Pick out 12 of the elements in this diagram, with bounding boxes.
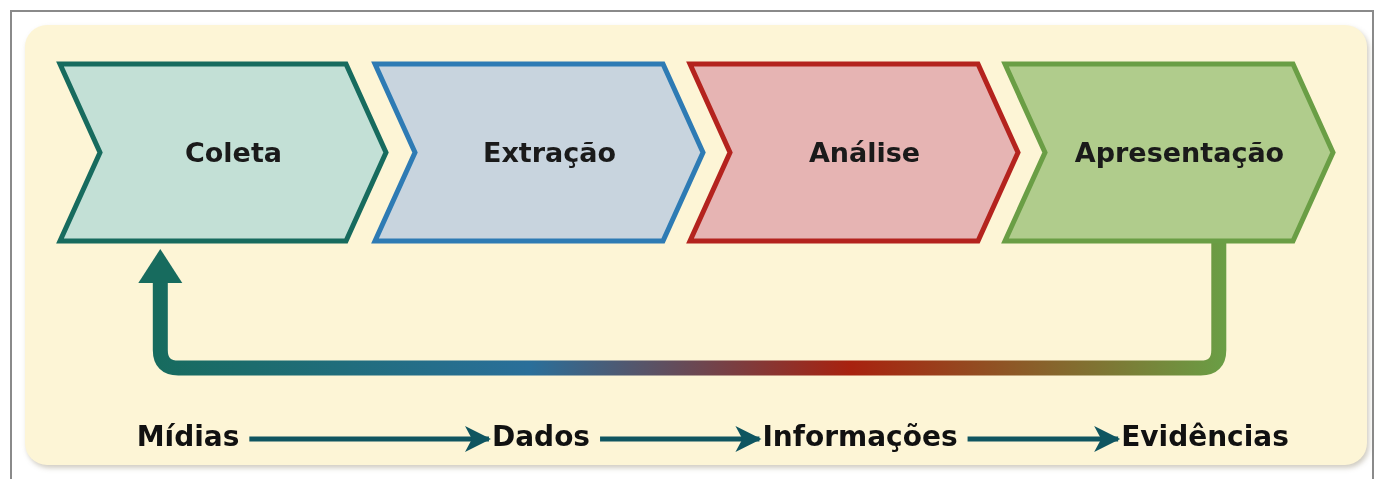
data-stage-label: Evidências (1121, 420, 1289, 454)
stage-label: Extração (481, 137, 617, 168)
feedback-arrow (138, 243, 1227, 376)
data-stage-label: Informações (762, 420, 958, 454)
arrow (600, 426, 762, 452)
stage-label: Análise (807, 137, 921, 168)
arrow (249, 426, 491, 452)
stage-label: Apresentação (1073, 137, 1285, 168)
arrow (967, 426, 1121, 452)
data-stage-label: Mídias (136, 420, 240, 454)
data-stage-label: Dados (491, 420, 591, 454)
stage-label: Coleta (183, 137, 283, 168)
